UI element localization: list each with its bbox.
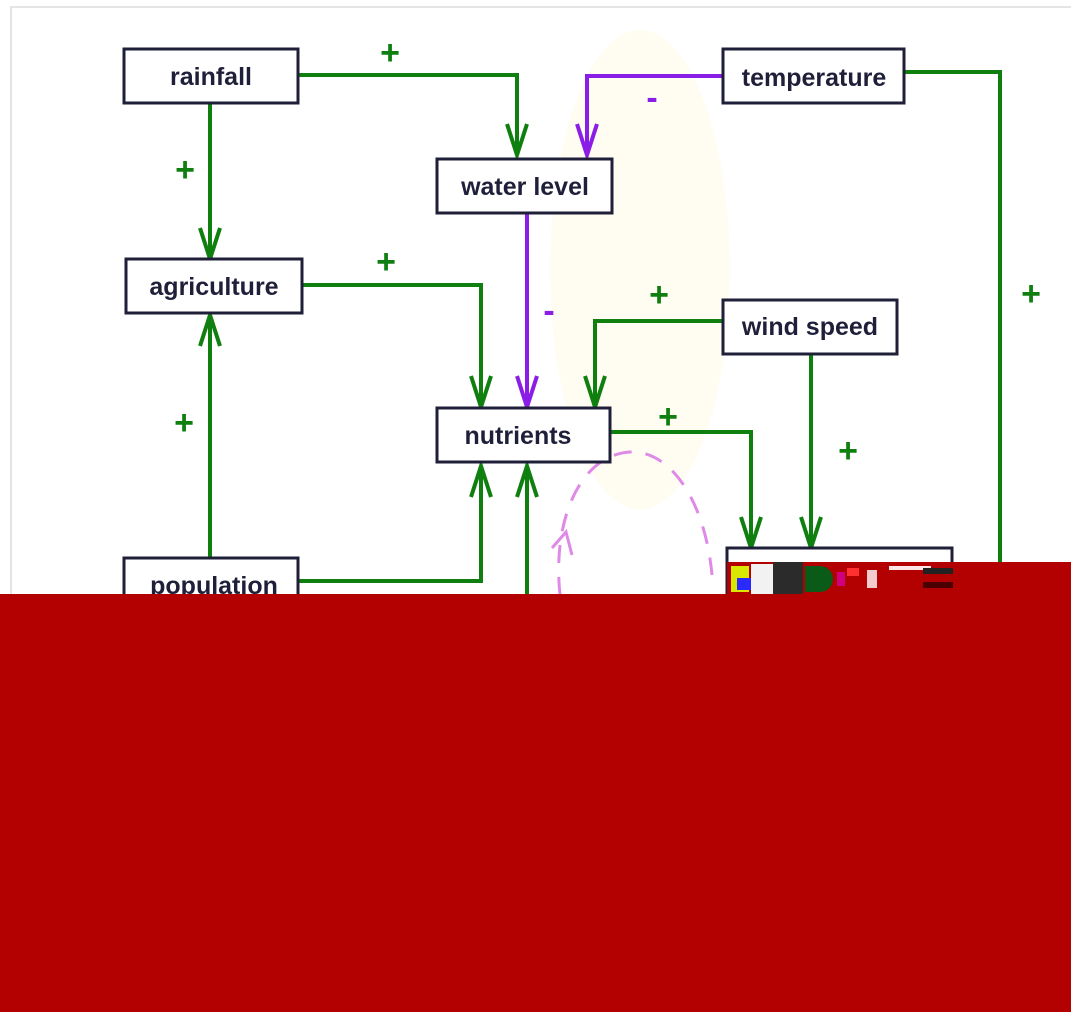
node-agriculture-box <box>124 257 304 315</box>
edge-agriculture-nutrients <box>302 283 483 403</box>
sign-temperature-water-level: - <box>646 79 657 117</box>
node-wind-speed-box <box>721 298 899 356</box>
sign-population-agriculture: + <box>174 404 194 442</box>
edge-temperature-right <box>904 70 1002 565</box>
sign-agriculture-nutrients: + <box>376 243 396 281</box>
glitch-artifact <box>727 562 967 596</box>
node-rainfall-box <box>122 47 300 105</box>
arrowhead-nutrients-bottom-center <box>515 459 539 498</box>
node-rainfall-label: rainfall <box>170 63 252 91</box>
sign-wind-speed-down: + <box>838 432 858 470</box>
edge-nutrients-out <box>610 430 753 545</box>
sign-wind-speed-nutrients: + <box>649 276 669 314</box>
edge-temperature-water-level <box>585 74 723 150</box>
node-wind-speed-label: wind speed <box>741 313 878 341</box>
edge-wind-speed-nutrients <box>593 319 723 403</box>
node-water-level-box <box>435 157 614 215</box>
node-temperature-box <box>721 47 906 105</box>
arrowhead-water-level-purple <box>575 123 599 162</box>
node-nutrients-label: nutrients <box>465 422 572 450</box>
arrowhead-water-level-green <box>505 123 529 162</box>
node-water-level-label: water level <box>460 173 589 201</box>
feedback-loop-arrowhead <box>550 528 574 556</box>
feedback-loop-dashed <box>557 450 714 596</box>
node-temperature-label: temperature <box>742 64 887 92</box>
sign-temperature-right: + <box>1021 275 1041 313</box>
sign-rainfall-water-level: + <box>380 34 400 72</box>
edge-population-nutrients <box>298 470 483 583</box>
arrowhead-nutrients-bottom-left <box>469 459 493 498</box>
sign-water-level-nutrients: - <box>543 292 554 330</box>
arrowhead-agriculture-bottom <box>198 308 222 347</box>
edge-rainfall-water-level <box>298 73 519 150</box>
node-nutrients-box <box>435 406 612 464</box>
node-agriculture-label: agriculture <box>149 273 278 301</box>
sign-nutrients-out: + <box>658 398 678 436</box>
sign-rainfall-agriculture: + <box>175 151 195 189</box>
redaction-block <box>0 594 1071 1012</box>
